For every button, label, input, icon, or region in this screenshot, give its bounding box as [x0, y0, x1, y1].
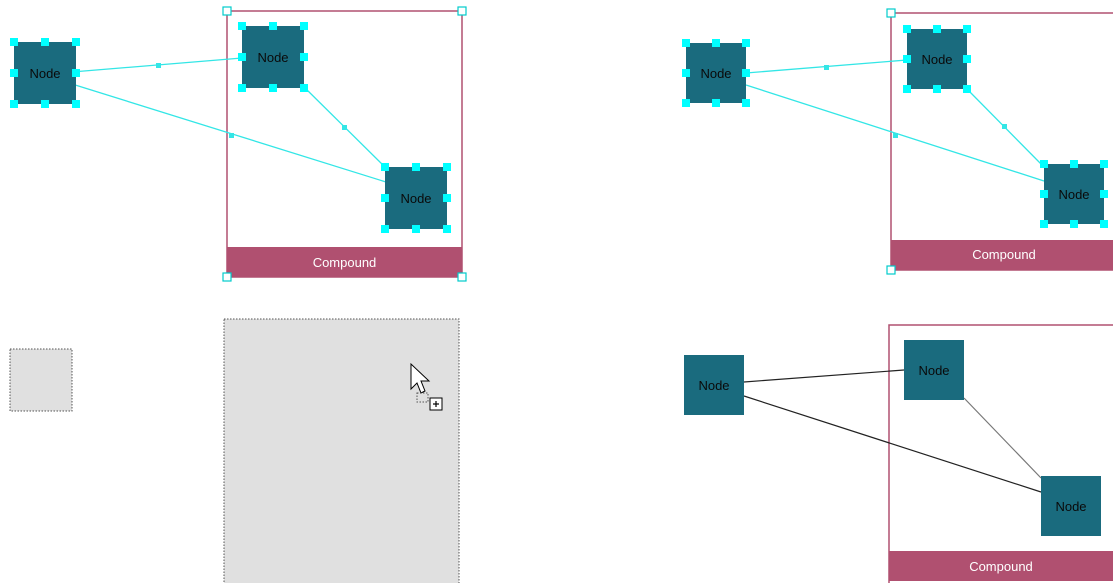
node-b-top-left[interactable]: Node — [238, 22, 308, 92]
node-label: Node — [918, 363, 949, 378]
node-label: Node — [700, 66, 731, 81]
compound-title: Compound — [313, 255, 377, 270]
edges[interactable] — [743, 369, 1042, 493]
compound-title: Compound — [972, 247, 1036, 262]
node-selection-handles[interactable] — [238, 22, 308, 92]
edge — [743, 369, 905, 383]
diagram-top-left-selected: Compound Node — [10, 6, 467, 282]
node-label: Node — [257, 50, 288, 65]
node-label: Node — [1058, 187, 1089, 202]
compound-title-bar — [891, 240, 1113, 270]
diagram-top-right-selected: Compound Node No — [682, 8, 1113, 275]
edges-selected[interactable] — [71, 57, 387, 183]
node-label: Node — [400, 191, 431, 206]
node-selection-handles[interactable] — [1040, 160, 1108, 228]
compound-top-left[interactable]: Compound — [222, 6, 467, 282]
node-selection-handles[interactable] — [903, 25, 971, 93]
ghost-node — [9, 348, 73, 412]
compound-title-bar — [889, 551, 1113, 581]
compound-selection-handles[interactable] — [886, 8, 896, 275]
ghost-compound — [223, 318, 460, 583]
edge — [963, 397, 1042, 479]
edge — [743, 395, 1042, 493]
compound-title: Compound — [969, 559, 1033, 574]
node-selection-handles[interactable] — [682, 39, 750, 107]
node-label: Node — [921, 52, 952, 67]
node-selection-handles[interactable] — [10, 38, 80, 108]
compound-title-bar — [227, 247, 462, 277]
compound-bottom-right[interactable]: Compound — [888, 324, 1113, 583]
edge-bend-handles[interactable] — [156, 63, 347, 138]
node-label: Node — [1055, 499, 1086, 514]
node-c-bottom-right[interactable]: Node — [1041, 476, 1101, 536]
node-selection-handles[interactable] — [381, 163, 451, 233]
compound-top-right[interactable]: Compound — [886, 8, 1113, 275]
node-label: Node — [29, 66, 60, 81]
node-b-bottom-right[interactable]: Node — [904, 340, 964, 400]
arrow-cursor-with-copy-plus-icon — [410, 362, 443, 411]
node-a-top-left[interactable]: Node — [10, 38, 80, 108]
drag-preview-bottom-left — [9, 318, 460, 583]
node-a-bottom-right[interactable]: Node — [684, 355, 744, 415]
node-c-top-left[interactable]: Node — [381, 163, 451, 233]
diagram-bottom-right: Compound Node Node Node — [684, 324, 1113, 583]
compound-selection-handles[interactable] — [222, 6, 467, 282]
node-a-top-right[interactable]: Node — [682, 39, 750, 107]
node-label: Node — [698, 378, 729, 393]
node-b-top-right[interactable]: Node — [903, 25, 971, 93]
edge-bend-handles[interactable] — [824, 65, 1007, 138]
edges-selected[interactable] — [745, 59, 1045, 182]
node-c-top-right[interactable]: Node — [1040, 160, 1108, 228]
